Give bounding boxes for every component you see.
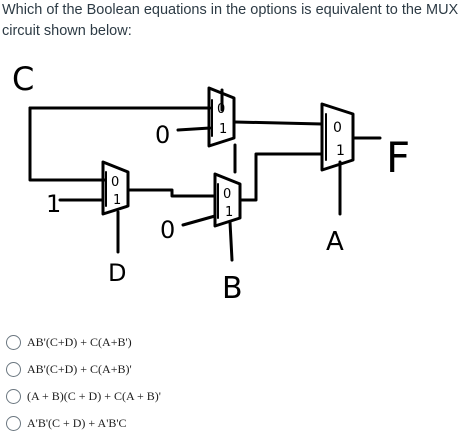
label-zero-mid: 0: [160, 216, 175, 244]
mux-left-pin0: 0: [111, 175, 119, 190]
wire-top-out: [233, 120, 324, 126]
label-f: F: [386, 133, 410, 182]
label-zero-top: 0: [155, 121, 170, 149]
mux-middle-pin1: 1: [225, 205, 233, 220]
mux-top-pin1: 1: [219, 122, 227, 137]
wire-b: [228, 220, 234, 262]
wire-zero-top: [176, 126, 212, 132]
label-d: D: [108, 259, 126, 287]
mux-middle-pin0: 0: [223, 187, 231, 202]
answer-options: AB'(C+D) + C(A+B') AB'(C+D) + C(A+B)' (A…: [6, 330, 466, 438]
label-one: 1: [46, 190, 61, 218]
mux-right: 0 1: [320, 102, 355, 172]
option-label: AB'(C+D) + C(A+B'): [27, 334, 132, 349]
option-label: (A + B)(C + D) + C(A + B)': [27, 388, 161, 403]
mux-top: 0 1: [207, 86, 236, 148]
mux-circuit-diagram: 0 1 0 1 0 1 0 1 C 1 0 0 D B A F: [12, 60, 410, 306]
label-a: A: [326, 227, 344, 257]
option-label: A'B'(C + D) + A'B'C: [27, 415, 127, 430]
option-3[interactable]: (A + B)(C + D) + C(A + B)': [6, 384, 466, 408]
question-text: Which of the Boolean equations in the op…: [2, 2, 459, 39]
mux-top-pin0: 0: [217, 102, 225, 117]
mux-middle: 0 1: [213, 172, 242, 228]
mux-right-pin1: 1: [336, 143, 345, 159]
wires: [28, 88, 382, 262]
mux-right-pin0: 0: [333, 120, 342, 136]
label-c: C: [12, 60, 34, 98]
option-2[interactable]: AB'(C+D) + C(A+B)': [6, 357, 466, 381]
radio-button[interactable]: [6, 334, 21, 350]
mux-left-pin1: 1: [113, 193, 121, 208]
option-1[interactable]: AB'(C+D) + C(A+B'): [6, 330, 466, 354]
option-4[interactable]: A'B'(C + D) + A'B'C: [6, 411, 466, 435]
label-b: B: [222, 271, 243, 306]
wire-c-down: [28, 106, 107, 182]
radio-button[interactable]: [6, 388, 21, 404]
wire-mid-out: [239, 152, 324, 202]
radio-button[interactable]: [6, 361, 21, 377]
mux-left: 0 1: [101, 160, 130, 216]
radio-button[interactable]: [6, 415, 21, 431]
wire-zero-mid: [181, 214, 217, 227]
wire-left-out: [126, 188, 217, 198]
option-label: AB'(C+D) + C(A+B)': [27, 361, 132, 376]
